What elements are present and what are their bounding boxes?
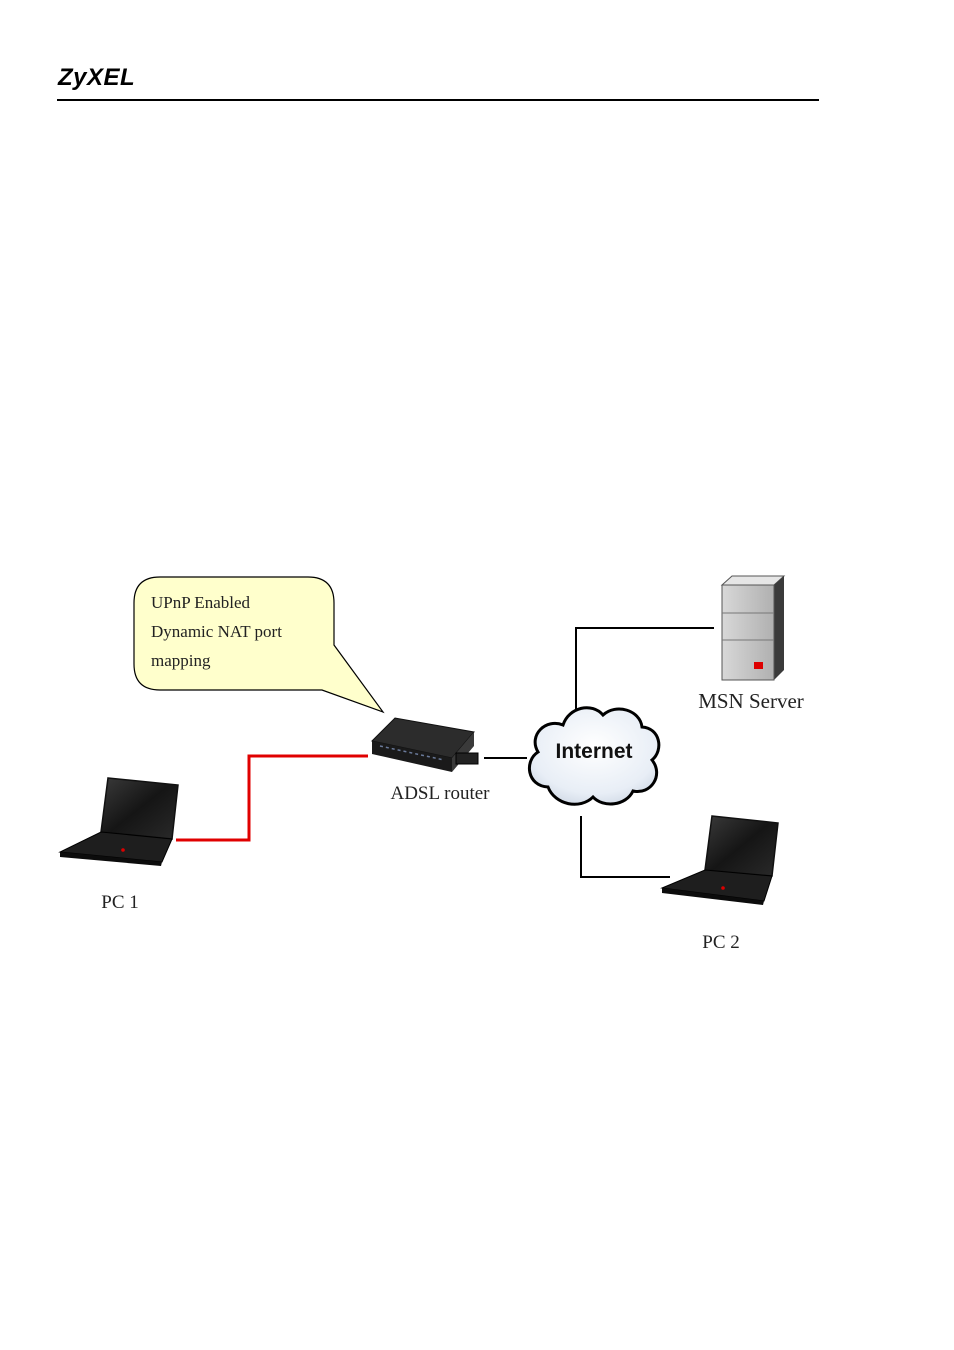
callout-line-3: mapping: [151, 651, 211, 670]
msn-server-label: MSN Server: [698, 689, 804, 713]
callout-line-2: Dynamic NAT port: [151, 622, 282, 641]
internet-server-link: [576, 628, 714, 712]
pc2-laptop-icon: [662, 816, 778, 905]
router-icon: [372, 718, 478, 772]
internet-cloud-icon: Internet: [529, 708, 658, 805]
server-icon: [722, 576, 784, 680]
upnp-callout: UPnP Enabled Dynamic NAT port mapping: [134, 577, 383, 712]
pc1-router-link: [176, 756, 368, 840]
internet-label: Internet: [555, 740, 632, 763]
pc1-laptop-icon: [60, 778, 178, 866]
pc2-label: PC 2: [702, 932, 740, 953]
adsl-router-label: ADSL router: [390, 783, 490, 804]
pc1-label: PC 1: [101, 892, 139, 913]
internet-pc2-link: [581, 816, 670, 877]
callout-line-1: UPnP Enabled: [151, 593, 251, 612]
